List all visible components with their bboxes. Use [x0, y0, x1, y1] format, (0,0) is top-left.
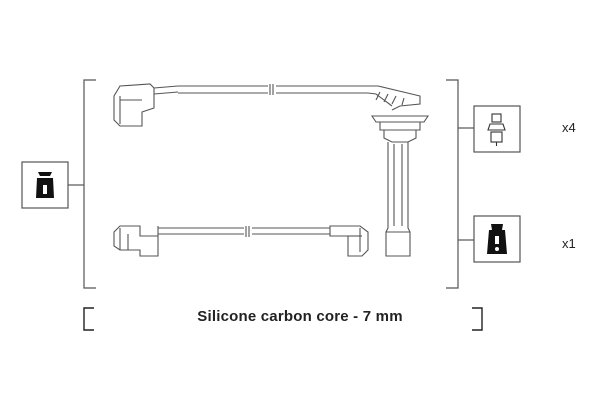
plug-boot-icon [36, 172, 54, 198]
left-bracket [83, 79, 96, 289]
spark-plug-terminal-icon [487, 113, 506, 146]
spark-plug-side-quantity: x4 [562, 120, 576, 135]
coil-end-box [473, 215, 521, 263]
caption: Silicone carbon core - 7 mm [197, 308, 403, 325]
bottom-cable [113, 225, 369, 257]
caption-left-bracket [83, 307, 94, 331]
coil-side-quantity: x1 [562, 236, 576, 251]
top-cable [113, 83, 421, 127]
coil-boot-icon [487, 224, 507, 254]
caption-right-bracket [472, 307, 483, 331]
left-connector-box [21, 161, 69, 209]
vertical-plug-boot [370, 115, 430, 257]
right-bracket [446, 79, 459, 289]
spark-plug-end-box [473, 105, 521, 153]
